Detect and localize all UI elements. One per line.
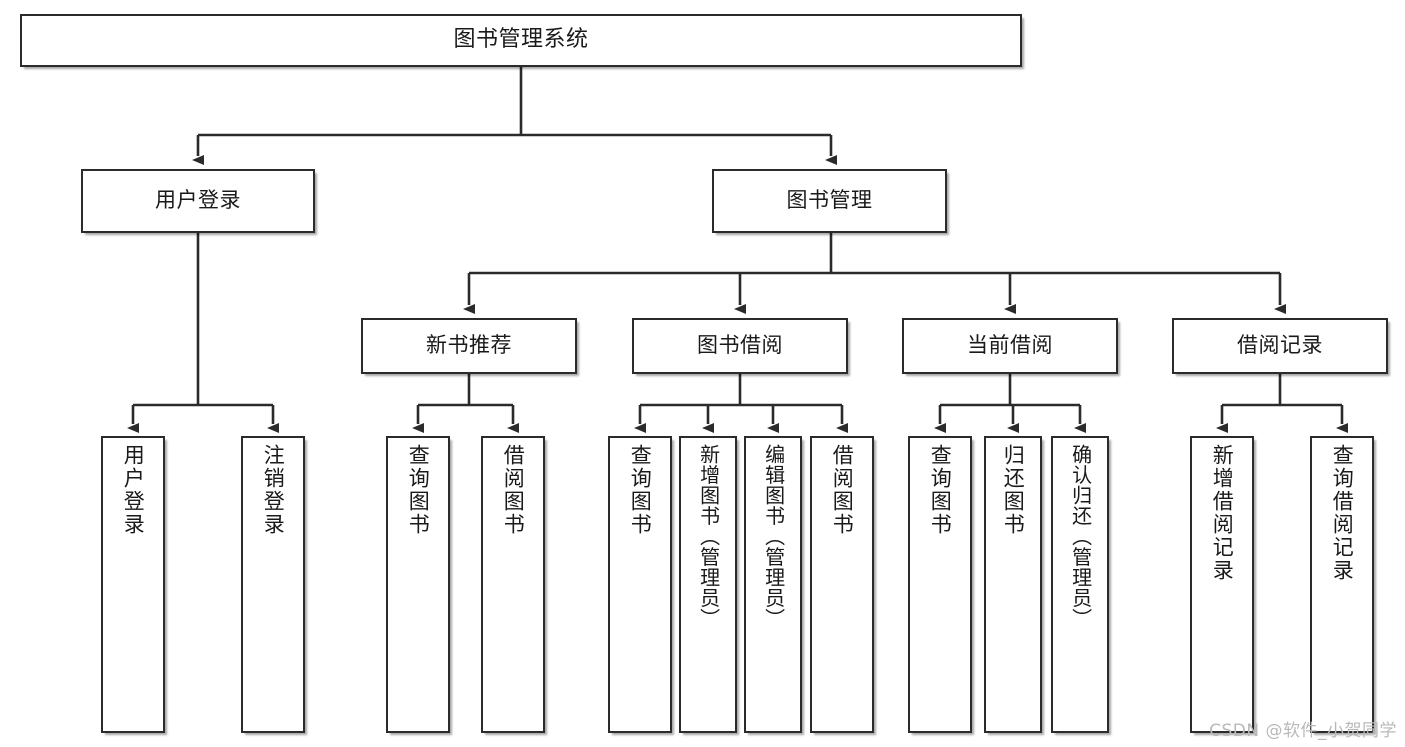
node-leaf-borrow-book[interactable]: 借阅图书 (810, 436, 874, 733)
node-leaf-add-book-label: 新增图书（管理员） (696, 444, 721, 629)
node-leaf-query-record-label: 查询借阅记录 (1330, 444, 1355, 582)
node-leaf-return-book[interactable]: 归还图书 (984, 436, 1042, 733)
node-leaf-query-book-rec[interactable]: 查询图书 (386, 436, 450, 733)
node-leaf-borrow-book-rec-label: 借阅图书 (501, 444, 526, 536)
node-borrow-record[interactable]: 借阅记录 (1172, 318, 1388, 374)
node-leaf-add-record-label: 新增借阅记录 (1210, 444, 1235, 582)
node-book-manage-label: 图书管理 (786, 188, 873, 213)
node-user-login-label: 用户登录 (155, 188, 241, 213)
node-new-book-rec[interactable]: 新书推荐 (361, 318, 577, 374)
node-new-book-rec-label: 新书推荐 (426, 333, 512, 358)
node-leaf-user-login-label: 用户登录 (121, 444, 146, 536)
node-leaf-edit-book[interactable]: 编辑图书（管理员） (744, 436, 802, 733)
node-leaf-add-record[interactable]: 新增借阅记录 (1190, 436, 1254, 733)
node-book-manage[interactable]: 图书管理 (712, 169, 947, 233)
node-leaf-query-book-cur[interactable]: 查询图书 (908, 436, 972, 733)
node-leaf-confirm-return[interactable]: 确认归还（管理员） (1051, 436, 1109, 733)
node-leaf-return-book-label: 归还图书 (1001, 444, 1026, 536)
node-root[interactable]: 图书管理系统 (20, 14, 1022, 67)
node-user-login[interactable]: 用户登录 (81, 169, 315, 233)
node-leaf-query-record[interactable]: 查询借阅记录 (1310, 436, 1374, 733)
node-current-borrow[interactable]: 当前借阅 (902, 318, 1118, 374)
node-leaf-edit-book-label: 编辑图书（管理员） (761, 444, 786, 629)
node-leaf-borrow-book-label: 借阅图书 (830, 444, 855, 536)
node-leaf-user-login[interactable]: 用户登录 (101, 436, 165, 733)
node-leaf-user-logout-label: 注销登录 (261, 444, 286, 536)
node-leaf-confirm-return-label: 确认归还（管理员） (1068, 444, 1093, 629)
node-leaf-borrow-book-rec[interactable]: 借阅图书 (481, 436, 545, 733)
node-leaf-add-book[interactable]: 新增图书（管理员） (679, 436, 737, 733)
node-leaf-user-logout[interactable]: 注销登录 (241, 436, 305, 733)
node-leaf-query-book-rec-label: 查询图书 (406, 444, 431, 536)
node-book-borrow-label: 图书借阅 (697, 333, 783, 358)
node-leaf-query-book-borrow-label: 查询图书 (628, 444, 653, 536)
node-leaf-query-book-borrow[interactable]: 查询图书 (608, 436, 672, 733)
node-current-borrow-label: 当前借阅 (967, 333, 1053, 358)
node-leaf-query-book-cur-label: 查询图书 (928, 444, 953, 536)
csdn-watermark: CSDN @软件_小贺同学 (1209, 721, 1397, 741)
node-book-borrow[interactable]: 图书借阅 (632, 318, 848, 374)
node-borrow-record-label: 借阅记录 (1237, 333, 1323, 358)
node-root-label: 图书管理系统 (453, 27, 589, 53)
